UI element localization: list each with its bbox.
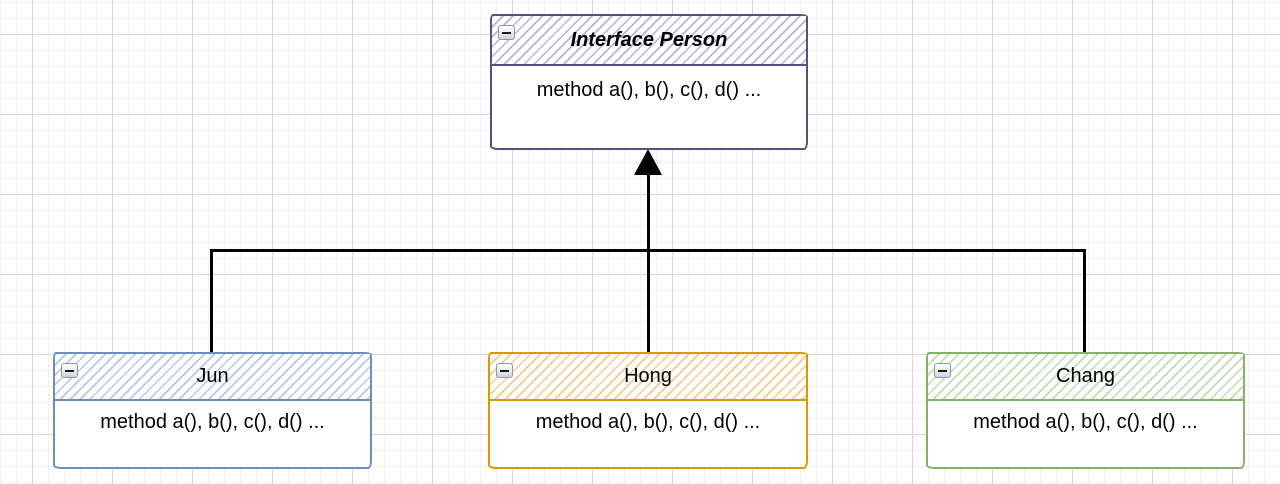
uml-methods-text: method a(), b(), c(), d() ... xyxy=(100,411,325,433)
uml-methods-text: method a(), b(), c(), d() ... xyxy=(536,79,762,101)
collapse-minus-icon[interactable] xyxy=(496,363,513,378)
uml-class-title: Chang xyxy=(1056,365,1115,387)
connector-jun-vertical[interactable] xyxy=(210,249,213,352)
uml-class-body: method a(), b(), c(), d() ... xyxy=(492,66,806,102)
minus-glyph xyxy=(938,369,947,372)
uml-class-body: method a(), b(), c(), d() ... xyxy=(490,401,806,434)
connector-chang-vertical[interactable] xyxy=(1083,249,1086,352)
collapse-minus-icon[interactable] xyxy=(934,363,951,378)
minus-glyph xyxy=(500,369,509,372)
uml-class-title: Interface Person xyxy=(570,28,728,51)
uml-methods-text: method a(), b(), c(), d() ... xyxy=(535,411,761,433)
uml-class-hong[interactable]: Hong method a(), b(), c(), d() ... xyxy=(488,352,808,469)
uml-class-title: Jun xyxy=(196,365,229,387)
uml-class-header: Jun xyxy=(55,354,370,401)
uml-class-body: method a(), b(), c(), d() ... xyxy=(928,401,1243,434)
minus-glyph xyxy=(65,369,74,372)
uml-class-body: method a(), b(), c(), d() ... xyxy=(55,401,370,434)
uml-class-jun[interactable]: Jun method a(), b(), c(), d() ... xyxy=(53,352,372,469)
uml-class-interface-person[interactable]: Interface Person method a(), b(), c(), d… xyxy=(490,14,808,150)
uml-class-title: Hong xyxy=(624,365,672,387)
collapse-minus-icon[interactable] xyxy=(498,25,515,40)
minus-glyph xyxy=(502,31,511,34)
generalization-arrowhead-icon[interactable] xyxy=(634,149,662,175)
uml-class-header: Hong xyxy=(490,354,806,401)
uml-class-header: Interface Person xyxy=(492,16,806,66)
uml-methods-text: method a(), b(), c(), d() ... xyxy=(973,411,1198,433)
connector-hong-vertical[interactable] xyxy=(647,170,650,352)
collapse-minus-icon[interactable] xyxy=(61,363,78,378)
uml-class-header: Chang xyxy=(928,354,1243,401)
uml-class-chang[interactable]: Chang method a(), b(), c(), d() ... xyxy=(926,352,1245,469)
